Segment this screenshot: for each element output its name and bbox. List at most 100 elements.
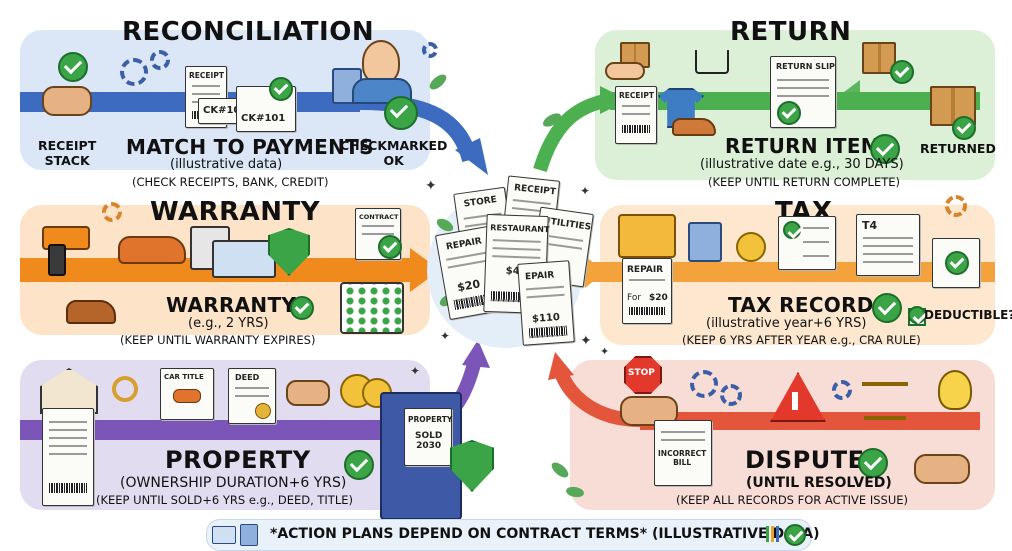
tax-checklist-document <box>778 216 836 270</box>
sparkle-icon: ✦ <box>600 345 609 358</box>
tax-note-1: (illustrative year+6 YRS) <box>706 316 867 331</box>
check-icon <box>378 235 402 259</box>
doc-title: RETURN SLIP <box>776 62 835 71</box>
check-icon <box>908 306 926 324</box>
doc-title: CK#101 <box>203 105 248 116</box>
sparkle-icon: ✦ <box>440 329 450 343</box>
return-note-1: (illustrative date e.g., 30 DAYS) <box>700 157 904 172</box>
handshake-icon <box>42 86 92 116</box>
binder-sold: SOLD 2030 <box>415 431 443 451</box>
tax-arrowhead <box>585 256 605 288</box>
check-icon <box>777 101 801 125</box>
sparkle-icon: ✦ <box>580 184 590 198</box>
stop-sign-icon <box>624 356 662 394</box>
shoe-icon <box>66 300 116 324</box>
check-icon <box>952 116 976 140</box>
leaf-icon <box>542 113 562 127</box>
check-icon <box>783 221 801 239</box>
warranty-note-1: (e.g., 2 YRS) <box>188 316 269 331</box>
t4-document: T4 <box>856 214 920 276</box>
reconciliation-subtitle: MATCH TO PAYMENTS <box>126 135 374 159</box>
return-arrowhead-back <box>840 80 860 110</box>
receipt-title: REPAIR <box>445 236 483 253</box>
check-icon <box>872 293 902 323</box>
gear-icon <box>102 202 122 222</box>
handshake-icon <box>914 454 970 484</box>
deductible-label: DEDUCTIBLE? <box>924 308 1012 322</box>
doc-title: REPAIR <box>627 265 664 275</box>
receipt-title: UTILITIES <box>542 216 592 233</box>
gear-icon <box>690 370 718 398</box>
warranty-subtitle: WARRANTY <box>166 293 297 317</box>
keys-icon <box>112 376 138 402</box>
dispute-note-2: (KEEP ALL RECORDS FOR ACTIVE ISSUE) <box>676 493 908 507</box>
return-title: RETURN <box>730 17 852 47</box>
laptop-icon <box>212 240 276 278</box>
leaf-icon <box>551 462 569 478</box>
return-slip-document: RETURN SLIP <box>770 56 836 128</box>
check-icon <box>890 60 914 84</box>
doc-for: For <box>627 293 642 303</box>
dispute-arrowhead <box>548 352 574 380</box>
leaf-icon <box>566 486 584 498</box>
center-receipt-repair-2: EPAIR $110 <box>517 260 575 346</box>
reconciliation-title: RECONCILIATION <box>122 17 375 47</box>
footer-text: *ACTION PLANS DEPEND ON CONTRACT TERMS* … <box>270 526 820 542</box>
tax-note-2: (KEEP 6 YRS AFTER YEAR e.g., CRA RULE) <box>682 333 921 347</box>
leaf-icon <box>436 218 454 232</box>
contract-document: CONTRACT <box>355 208 402 260</box>
handshake-icon <box>286 380 330 406</box>
shoe-icon <box>672 118 716 136</box>
sparkle-icon: ✦ <box>425 178 437 194</box>
check-icon <box>384 96 418 130</box>
folder-icon <box>618 214 676 258</box>
check-icon <box>344 450 374 480</box>
calculator-icon <box>240 524 258 546</box>
doc-title: RECEIPT <box>619 91 654 100</box>
gear-icon <box>422 42 438 58</box>
gear-icon <box>120 58 148 86</box>
reconciliation-note-2: (CHECK RECEIPTS, BANK, CREDIT) <box>132 175 329 189</box>
return-subtitle: RETURN ITEMS <box>725 134 896 158</box>
receipt-stack-label: RECEIPT STACK <box>38 138 97 168</box>
drill-icon <box>42 226 90 250</box>
coins-icon <box>736 232 766 262</box>
check-icon <box>290 296 314 320</box>
check-icon <box>58 52 88 82</box>
shopping-cart-icon <box>695 50 729 74</box>
stop-sign-text: STOP <box>628 368 655 378</box>
binder-label: PROPERTY SOLD 2030 <box>404 408 452 466</box>
receipt-title: RESTAURANT <box>490 223 550 235</box>
lightbulb-icon <box>938 370 972 410</box>
check-icon <box>945 251 969 275</box>
doc-title: CONTRACT <box>359 213 399 221</box>
gear-icon <box>150 50 170 70</box>
warning-mark <box>792 392 798 410</box>
seal-icon <box>255 403 271 419</box>
check-document: CK#101 <box>236 77 296 132</box>
card-icon <box>212 526 236 544</box>
tax-subtitle: TAX RECORDS <box>728 293 889 317</box>
deed-document: DEED <box>228 368 276 424</box>
property-long-receipt <box>42 408 94 506</box>
dispute-title: DISPUTE <box>745 446 865 474</box>
scales-beam <box>862 382 908 386</box>
property-note-1: (OWNERSHIP DURATION+6 YRS) <box>120 475 347 491</box>
leaf-icon <box>429 74 447 90</box>
drill-handle <box>48 244 66 276</box>
receipt-title: EPAIR <box>524 270 555 283</box>
calendar-icon <box>340 282 404 334</box>
binder-title: PROPERTY <box>408 415 453 424</box>
check-icon <box>858 448 888 478</box>
reconciliation-note-1: (illustrative data) <box>170 157 283 172</box>
calculator-icon <box>688 222 722 262</box>
reconciliation-arrowhead <box>455 138 488 175</box>
car-icon <box>173 389 201 403</box>
property-arrowhead <box>462 340 490 368</box>
receipt-amount: $20 <box>456 277 482 295</box>
car-title-document: CAR TITLE <box>160 368 214 420</box>
receipt-title: RECEIPT <box>513 183 557 198</box>
deductible-checkbox <box>908 306 926 326</box>
warranty-title: WARRANTY <box>150 197 321 227</box>
doc-title: T4 <box>862 219 878 232</box>
